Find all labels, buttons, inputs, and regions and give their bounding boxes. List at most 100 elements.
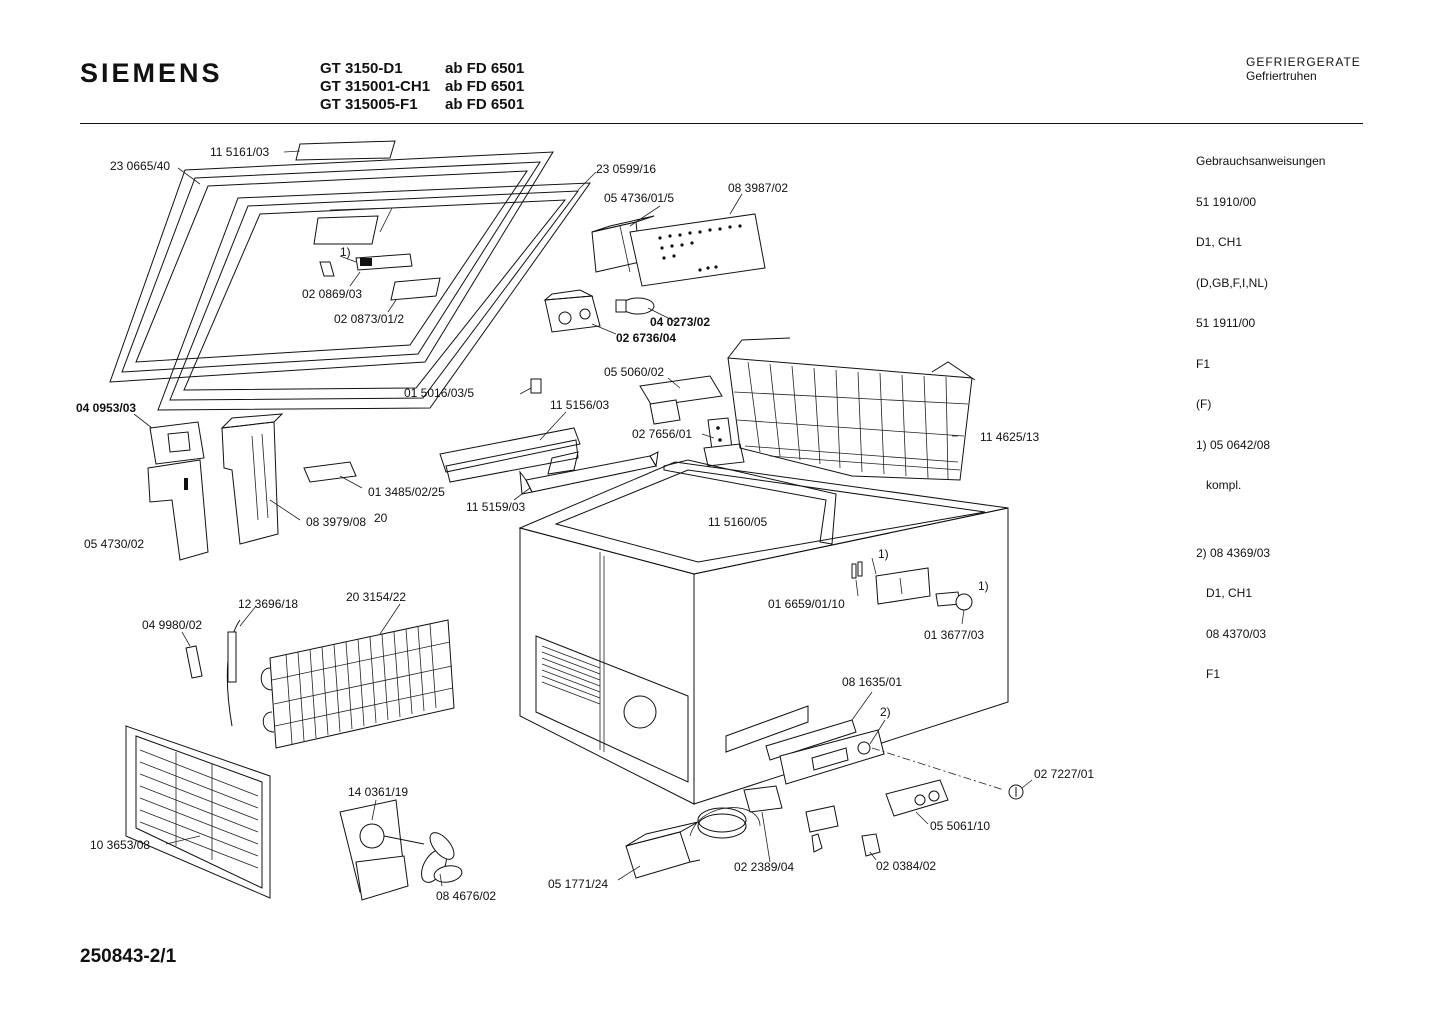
part-label: 01 3485/02/25 xyxy=(368,485,445,499)
part-label: 20 3154/22 xyxy=(346,590,406,604)
part-label: 02 6736/04 xyxy=(616,331,676,345)
model-row: GT 3150-D1 ab FD 6501 xyxy=(320,60,524,78)
notes-block: Gebrauchsanweisungen 51 1910/00 D1, CH1 … xyxy=(1196,128,1325,709)
brand-logo: SIEMENS xyxy=(80,58,223,88)
clip-square xyxy=(805,805,839,833)
leader-lines xyxy=(133,150,1033,887)
part-label: 11 5159/03 xyxy=(466,500,525,514)
lock-01-6659 xyxy=(851,561,931,605)
panel-08-1635 xyxy=(765,719,885,785)
model-range: ab FD 6501 xyxy=(445,96,525,113)
note-line: Gebrauchsanweisungen xyxy=(1196,154,1326,168)
part-label: 11 5160/05 xyxy=(708,515,767,529)
footnote-marker: 1) xyxy=(978,579,989,593)
part-label: 05 5060/02 xyxy=(604,365,664,379)
footnote-marker: 2) xyxy=(880,705,891,719)
footnote-marker: 1) xyxy=(340,245,351,259)
model-row: GT 315005-F1 ab FD 6501 xyxy=(320,96,524,114)
relay-05-1771 xyxy=(625,807,761,879)
category-sub: Gefriertruhen xyxy=(1246,69,1317,83)
lid-label-small xyxy=(390,277,441,301)
model-row: GT 315001-CH1 ab FD 6501 xyxy=(320,78,524,96)
part-labels: 11 5161/03 23 0665/40 23 0599/16 05 4736… xyxy=(76,145,1094,903)
note-line: 51 1910/00 xyxy=(1196,194,1257,209)
key-01-3677 xyxy=(935,591,973,611)
hinge-08-3979 xyxy=(220,413,284,545)
model-list: GT 3150-D1 ab FD 6501 GT 315001-CH1 ab FD … xyxy=(320,60,524,114)
rail-11-5159 xyxy=(519,451,659,495)
part-label: 02 0873/01/2 xyxy=(334,312,404,326)
note-line: 2) 08 4369/03 xyxy=(1196,545,1271,560)
hinge-part-02-7656 xyxy=(703,417,745,467)
part-label: 08 3979/08 xyxy=(306,515,366,529)
hinge-bracket-top xyxy=(639,375,723,425)
part-label: 04 9980/02 xyxy=(142,618,202,632)
part-label: 02 7227/01 xyxy=(1034,767,1094,781)
part-label: 04 0273/02 xyxy=(650,315,710,329)
lid-frame-outer xyxy=(109,151,554,383)
part-label: 11 5161/03 xyxy=(210,145,269,159)
part-02-2389 xyxy=(743,785,823,853)
part-label: 08 4676/02 xyxy=(436,889,496,903)
switch-05-5061 xyxy=(885,779,949,817)
part-label: 11 5156/03 xyxy=(550,398,609,412)
part-label: 05 5061/10 xyxy=(930,819,990,833)
lid-lock-part xyxy=(319,253,413,277)
part-label: 05 4730/02 xyxy=(84,537,144,551)
capillary-tube xyxy=(226,619,241,727)
fan-motor xyxy=(339,799,425,901)
part-label: 23 0665/40 xyxy=(110,159,170,173)
part-label: 23 0599/16 xyxy=(596,162,656,176)
part-label: 02 7656/01 xyxy=(632,427,692,441)
part-label: 10 3653/08 xyxy=(90,838,150,852)
note-line: D1, CH1 xyxy=(1196,586,1253,600)
part-label: 05 4736/01/5 xyxy=(604,191,674,205)
header-divider xyxy=(80,123,1363,124)
lid-gasket-inner xyxy=(157,182,591,411)
part-label: 14 0361/19 xyxy=(348,785,408,799)
note-line: (D,GB,F,I,NL) xyxy=(1196,275,1269,290)
note-line: 08 4370/03 xyxy=(1196,626,1267,641)
plate-01-3485 xyxy=(303,461,357,483)
vent-grille xyxy=(125,725,271,899)
thermostat-unit xyxy=(543,289,601,333)
category-main: GEFRIERGERATE xyxy=(1246,55,1361,69)
part-label: 02 2389/04 xyxy=(734,860,794,874)
lid-handle-recess xyxy=(313,207,393,245)
note-line: F1 xyxy=(1196,667,1221,681)
lid-label-plate xyxy=(295,140,396,161)
model-range: ab FD 6501 xyxy=(445,78,525,95)
rail-11-5156 xyxy=(439,427,581,483)
model-number: GT 315001-CH1 xyxy=(320,78,431,95)
note-line: 1) 05 0642/08 xyxy=(1196,437,1271,452)
footnote-marker: 1) xyxy=(878,547,889,561)
model-number: GT 315005-F1 xyxy=(320,96,418,113)
part-label: 05 1771/24 xyxy=(548,877,608,891)
part-02-0384 xyxy=(861,833,881,857)
model-range: ab FD 6501 xyxy=(445,60,525,77)
part-label: 08 1635/01 xyxy=(842,675,902,689)
wire-basket xyxy=(727,337,976,481)
knob-02-7227 xyxy=(871,747,1024,800)
note-line: 51 1911/00 xyxy=(1196,316,1256,330)
part-label: 01 5016/03/5 xyxy=(404,386,474,400)
part-label: 02 0869/03 xyxy=(302,287,362,301)
note-line: (F) xyxy=(1196,397,1212,411)
category-block: GEFRIERGERATE Gefriertruhen xyxy=(1246,55,1361,83)
note-line: F1 xyxy=(1196,356,1211,371)
part-label: 08 3987/02 xyxy=(728,181,788,195)
part-label: 01 3677/03 xyxy=(924,628,984,642)
tube-04-9980 xyxy=(185,645,203,679)
control-circuit-board xyxy=(629,213,766,287)
lamp-bulb xyxy=(615,297,655,315)
part-label: 12 3696/18 xyxy=(238,597,298,611)
part-label: 04 0953/03 xyxy=(76,401,136,415)
cover-05-4730 xyxy=(147,459,209,561)
model-number: GT 3150-D1 xyxy=(320,60,403,77)
evaporator-coil xyxy=(260,619,455,749)
note-line: D1, CH1 xyxy=(1196,235,1243,249)
part-label: 11 4625/13 xyxy=(980,430,1039,444)
part-label: 02 0384/02 xyxy=(876,859,936,873)
